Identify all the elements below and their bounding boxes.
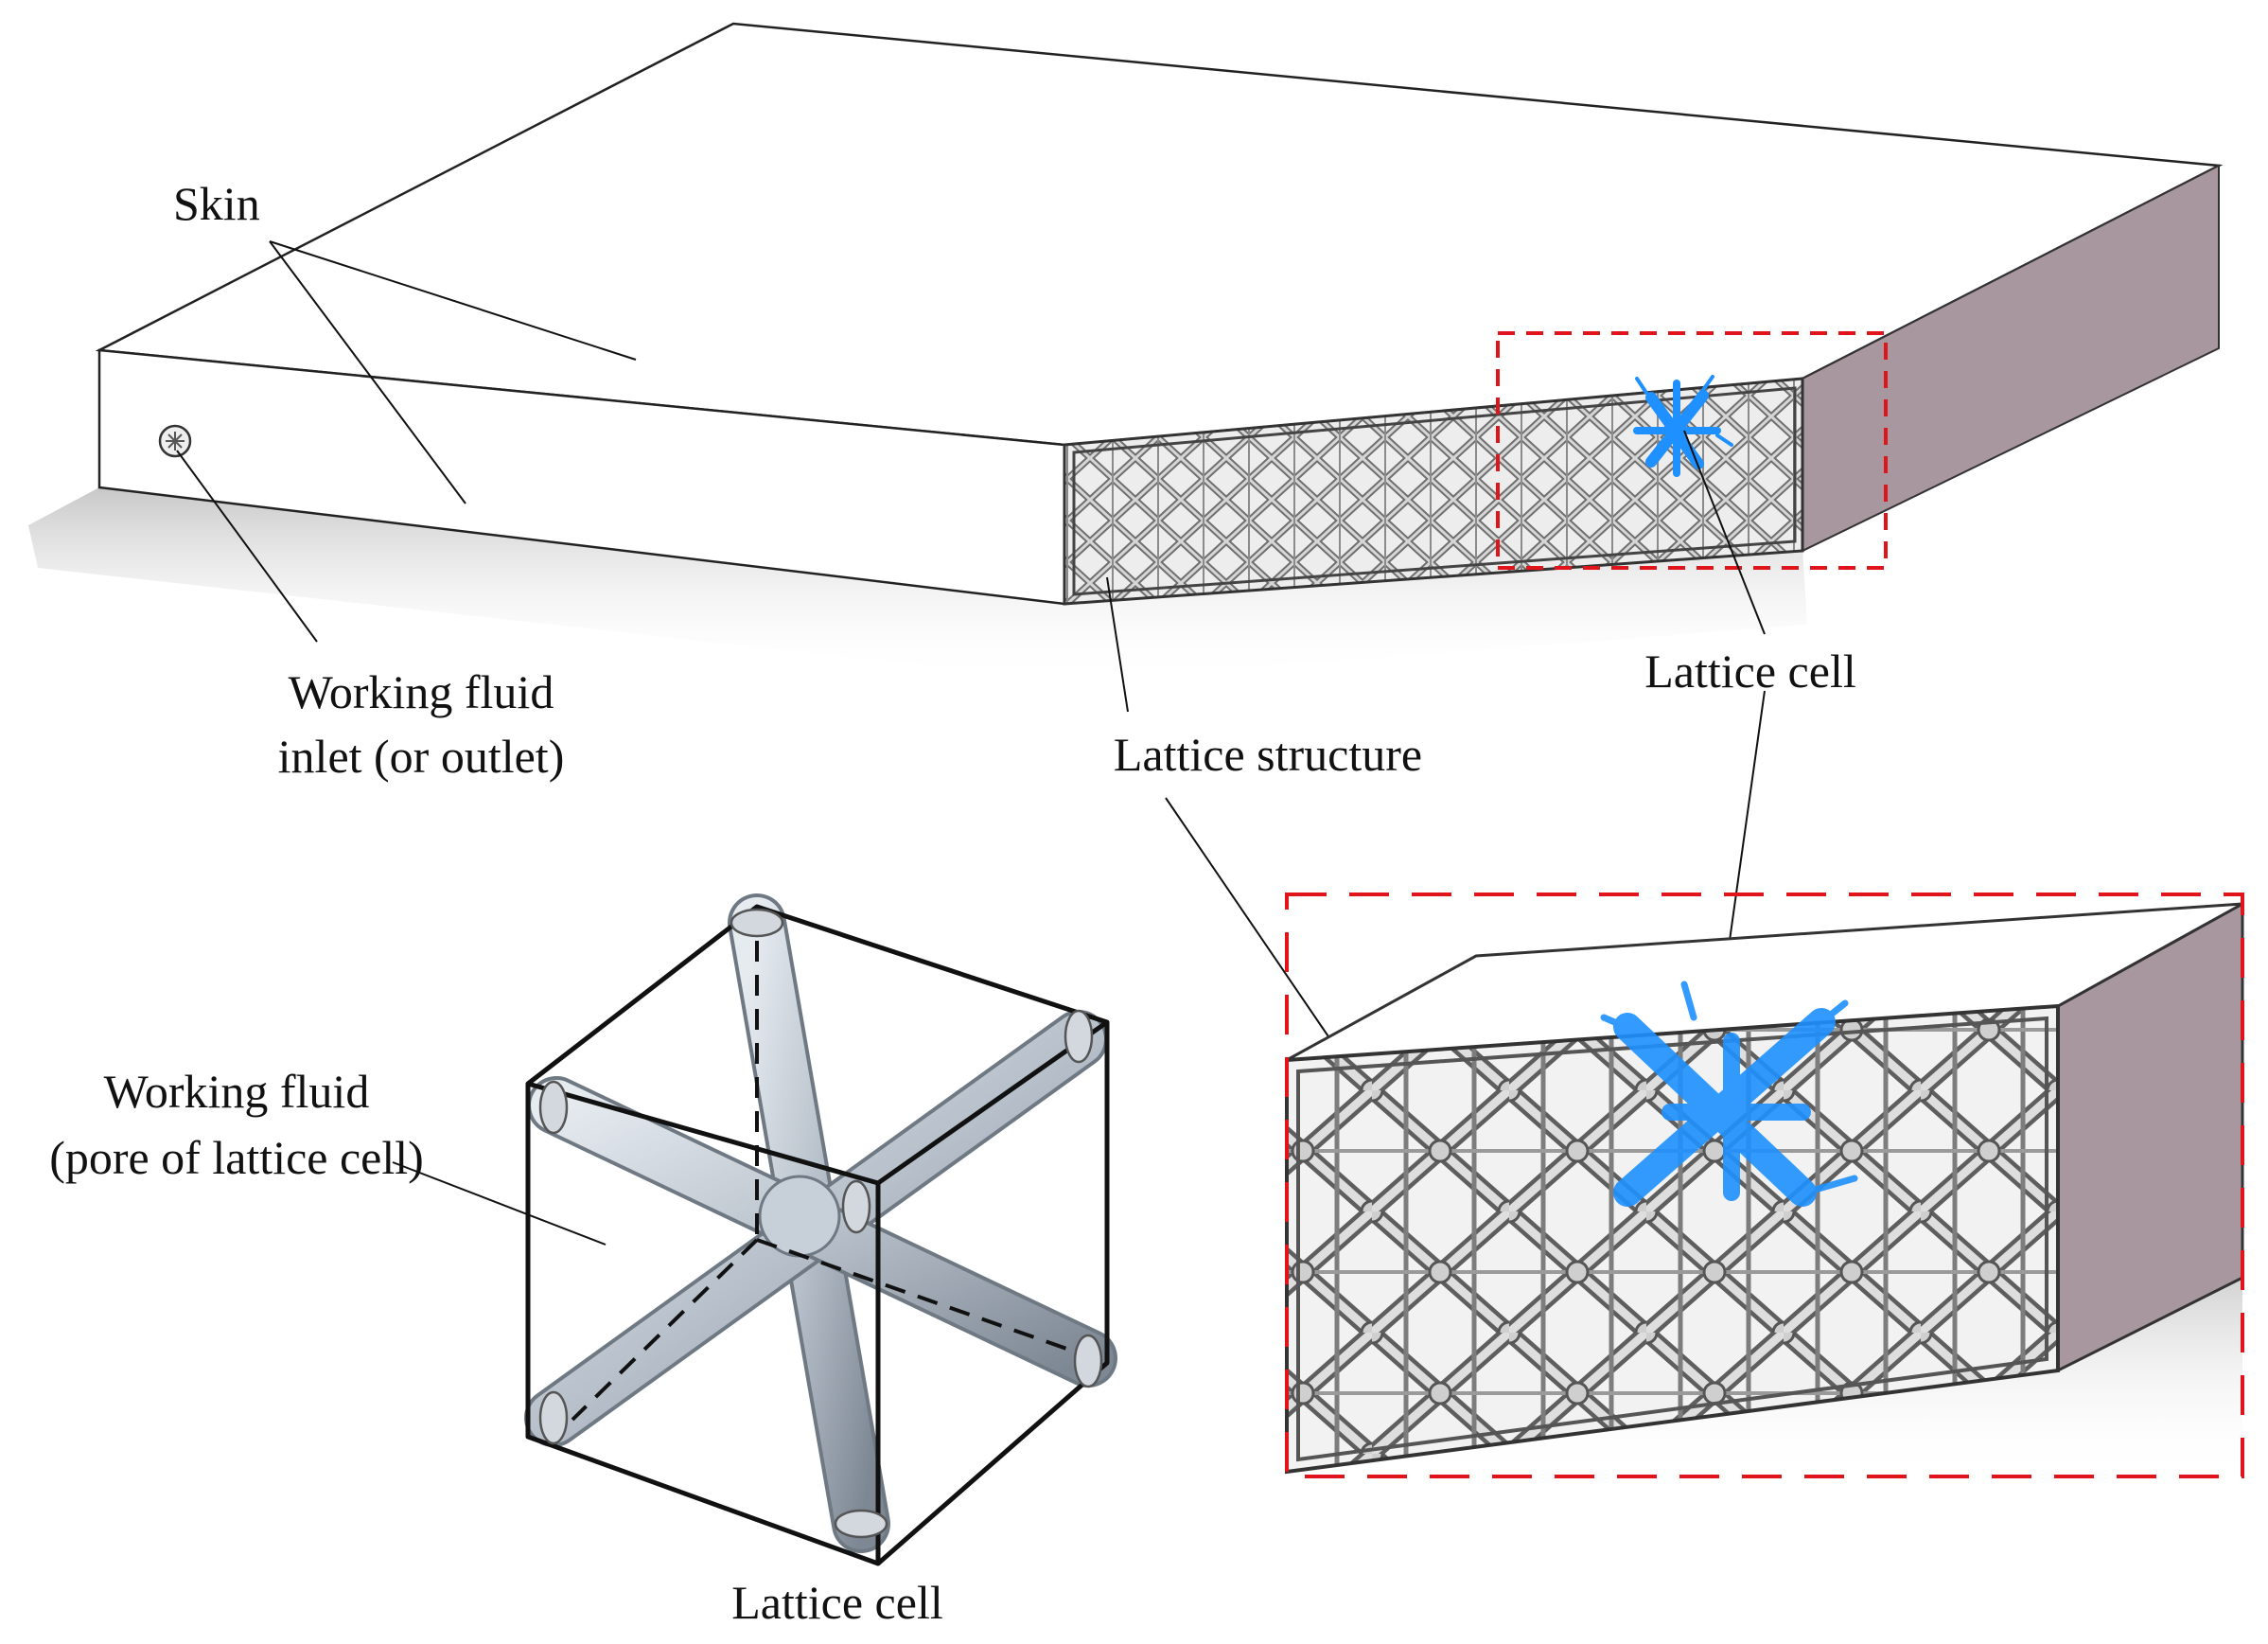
- label-lattice-cell-top: Lattice cell: [1644, 645, 1856, 698]
- label-inlet-line1: Working fluid: [288, 665, 554, 718]
- leader-lattice-cell-top: [1683, 430, 1766, 635]
- label-working-fluid-line1: Working fluid: [103, 1065, 370, 1118]
- unit-lattice-cell: [524, 893, 1117, 1566]
- panel-shadow: [28, 487, 1807, 681]
- leader-lattice-structure-top: [1106, 576, 1129, 713]
- label-lattice-structure: Lattice structure: [1113, 728, 1423, 781]
- label-inlet-line2: inlet (or outlet): [277, 730, 565, 783]
- leader-skin-top: [269, 240, 637, 361]
- leader-skin-front: [269, 240, 466, 504]
- lattice-structure-section: [1063, 377, 1804, 606]
- panel-assembly: [28, 22, 2224, 681]
- zoom-selected-cell: [1600, 981, 1858, 1207]
- inlet-port-icon: [158, 424, 192, 458]
- label-lattice-cell-bottom: Lattice cell: [731, 1576, 943, 1629]
- label-working-fluid-line2: (pore of lattice cell): [49, 1131, 424, 1184]
- leader-working-fluid: [392, 1161, 607, 1246]
- selected-lattice-cell-marker: [1633, 375, 1733, 477]
- zoomed-lattice-view: [1285, 893, 2244, 1478]
- leader-inlet: [176, 450, 318, 643]
- cube-front-left: [525, 1084, 881, 1566]
- label-skin: Skin: [173, 177, 260, 230]
- zoom-floor-shadow: [1287, 1278, 2242, 1478]
- highlight-box-zoom: [1285, 893, 2244, 1478]
- cube-front-right: [876, 1022, 1110, 1565]
